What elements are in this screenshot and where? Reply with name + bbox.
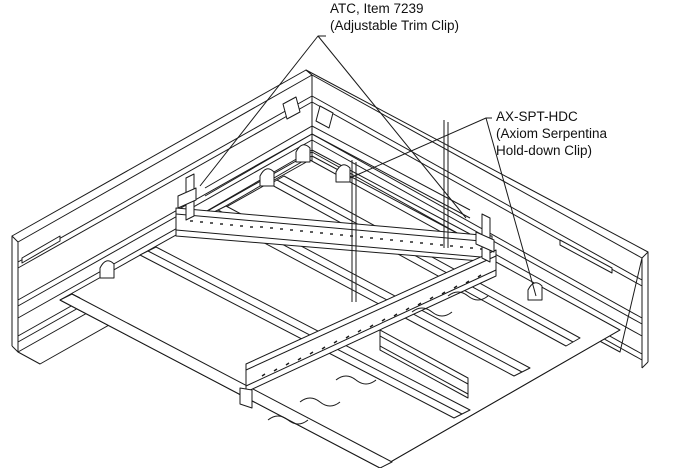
hold-down-clip-1	[99, 260, 115, 279]
callout-hdc-line2: (Axiom Serpentina	[496, 126, 608, 141]
leader-hdc-2	[485, 117, 537, 297]
main-tee-runner	[175, 207, 493, 263]
callout-hdc-line3: Hold-down Clip)	[496, 143, 593, 158]
leader-atc-2	[317, 35, 467, 219]
callout-atc-line1: ATC, Item 7239	[330, 1, 424, 16]
callout-atc-label: ATC, Item 7239 (Adjustable Trim Clip)	[330, 0, 459, 34]
hold-down-clip-5	[295, 144, 311, 163]
cross-tee-perforations	[261, 274, 482, 377]
serpentina-panels	[59, 175, 581, 469]
hold-down-clip-3	[335, 164, 351, 183]
callout-hdc-label: AX-SPT-HDC (Axiom Serpentina Hold-down C…	[496, 108, 607, 159]
inner-trim-corner	[204, 125, 471, 241]
callout-atc-line2: (Adjustable Trim Clip)	[330, 18, 460, 33]
adjustable-trim-clips	[177, 96, 495, 263]
hanger-wires	[351, 120, 449, 302]
trim-clip-left	[177, 173, 197, 221]
trim-clip-far-right	[315, 105, 334, 129]
cross-tee-runner	[239, 249, 497, 409]
leader-hdc-1	[349, 117, 492, 179]
leader-lines	[199, 35, 537, 297]
callout-hdc-line1: AX-SPT-HDC	[496, 109, 578, 124]
panel-seams	[267, 291, 489, 425]
trim-clip-right	[475, 213, 495, 263]
short-cross-tee	[379, 329, 469, 399]
hold-down-clip-2	[259, 168, 275, 187]
trim-clip-far-left	[282, 96, 301, 120]
